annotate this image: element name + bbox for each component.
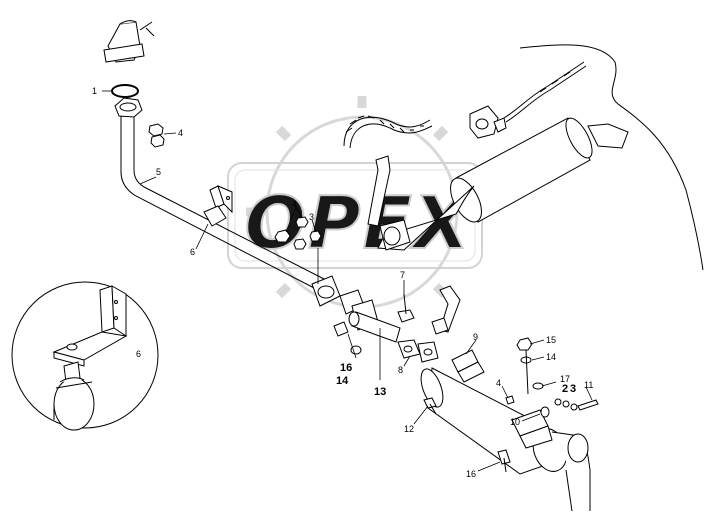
gasket-ring [111,84,139,98]
upper-muffler-bracket [367,155,391,227]
callout-5: 5 [156,167,161,177]
detail-inset [11,281,159,431]
callout-1: 1 [92,86,97,96]
callout-14-middle: 14 [336,375,349,387]
callout-6-main: 6 [190,247,195,257]
callout-8: 8 [398,365,403,375]
pipe-flange [114,97,143,118]
callout-3-right: 3 [570,383,576,395]
pipe-hanger-bracket [431,285,461,335]
flange-gaskets [333,321,439,363]
intermediate-pipe [348,293,415,343]
sensor-unit [469,61,587,139]
callout-14-right: 14 [546,352,556,362]
callout-12: 12 [404,424,414,434]
pipe-support-bracket [203,185,233,227]
callout-11: 11 [584,380,593,390]
bolts [423,397,511,473]
vehicle-body-outline [519,44,704,271]
callout-6-detail: 6 [136,349,141,359]
callout-16-middle: 16 [340,362,352,374]
hose-assembly [343,115,433,149]
flange-nuts [148,123,165,148]
callout-4-lower: 4 [496,378,501,388]
watermark-text: OPEX [245,181,473,265]
callout-15: 15 [546,335,556,345]
detail-pipe-clamp [53,377,95,431]
flange-bolts [274,216,322,250]
upper-elbow-pipe [103,20,155,63]
detail-bracket [52,285,128,383]
muffler-clamps [451,349,553,449]
callout-9: 9 [473,332,478,342]
callout-10: 10 [510,417,520,427]
pipe-end-flange [311,275,379,331]
callout-4-upper: 4 [178,128,183,138]
callout-2: 2 [562,383,568,395]
callout-17: 17 [560,374,570,384]
callout-16-lower: 16 [466,469,476,479]
upper-muffler [377,117,629,251]
callout-13: 13 [374,386,386,398]
callout-4-middle: 4 [292,199,297,209]
callout-7: 7 [400,270,405,280]
callout-3-middle: 3 [309,212,314,222]
main-exhaust-pipe [120,116,327,291]
leader-lines [102,90,593,472]
mounting-hardware [505,337,599,411]
callouts: 1 4 5 6 4 3 7 9 15 14 16 14 13 8 17 2 3 … [92,86,593,479]
